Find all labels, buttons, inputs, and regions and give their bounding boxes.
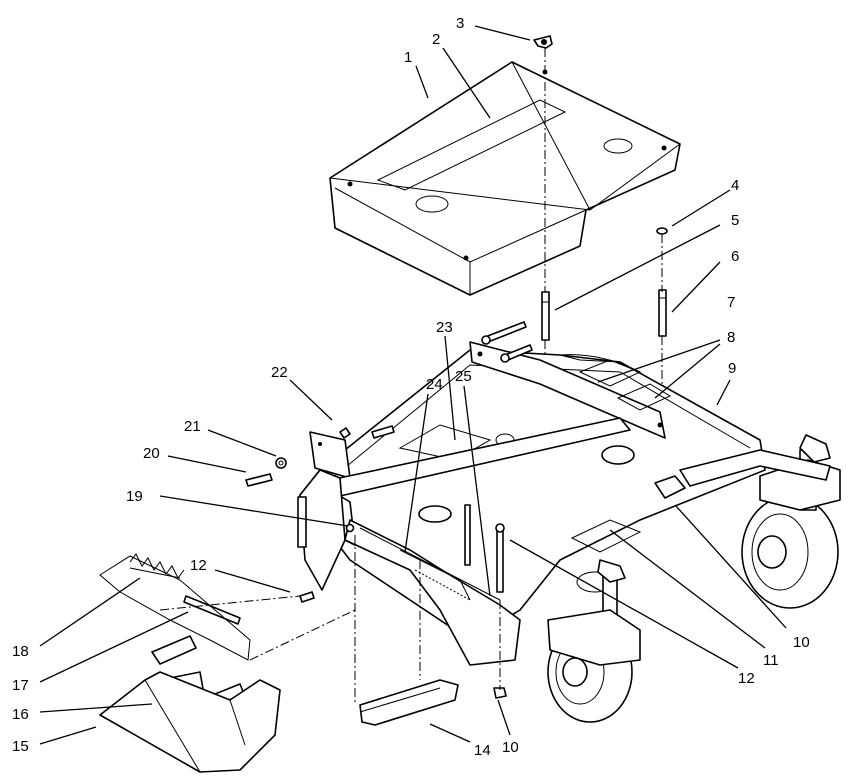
spindle-cap: [601, 445, 635, 465]
bolt-set-left: [245, 425, 395, 487]
cover-knob: [533, 35, 553, 49]
callout-18: 18: [12, 643, 29, 660]
leader-lines: [39, 25, 787, 745]
spring: [129, 553, 185, 579]
callout-16: 16: [12, 706, 29, 723]
callout-12-right: 12: [738, 670, 755, 687]
callout-22: 22: [271, 364, 288, 381]
deck-decal-front: [570, 519, 642, 553]
caster-wheel-left: [547, 559, 641, 723]
callout-14: 14: [474, 742, 491, 759]
deck-cover: [329, 61, 681, 296]
callout-25: 25: [455, 368, 472, 385]
deck-decal: [398, 424, 492, 461]
callout-23: 23: [436, 319, 453, 336]
callout-5: 5: [731, 212, 739, 229]
mounting-rod-right: [658, 289, 667, 337]
callout-3: 3: [456, 15, 464, 32]
callout-21: 21: [184, 418, 201, 435]
carriage-bolt: [495, 523, 505, 593]
callout-19: 19: [126, 488, 143, 505]
callout-20: 20: [143, 445, 160, 462]
callout-15: 15: [12, 738, 29, 755]
discharge-mat: [99, 555, 251, 661]
callout-12-left: 12: [190, 557, 207, 574]
left-skirt: [297, 469, 346, 591]
caster-arm: [679, 449, 831, 487]
callout-6: 6: [731, 248, 739, 265]
callout-4: 4: [731, 177, 739, 194]
cover-hole-left: [415, 195, 449, 213]
callout-labels: 1 2 3 4 5 6 7 8 9 10 10 11 12 12 14 15 1…: [12, 15, 810, 759]
callout-1: 1: [404, 49, 412, 66]
caster-wheel-right: [741, 434, 841, 609]
callout-9: 9: [728, 360, 736, 377]
callout-2: 2: [432, 31, 440, 48]
pivot-rod: [345, 504, 471, 566]
callout-11: 11: [763, 652, 779, 669]
washer: [656, 227, 668, 235]
discharge-chute: [99, 671, 281, 773]
chute-deflector: [344, 519, 521, 705]
cover-hole-right: [603, 138, 633, 154]
mounting-rod-left: [541, 291, 550, 341]
callout-8: 8: [727, 329, 735, 346]
bolt-12-left: [299, 591, 315, 603]
bolt-set-top: [481, 321, 533, 363]
callout-24: 24: [426, 376, 443, 393]
spacer-plate: [654, 475, 686, 499]
callout-17: 17: [12, 677, 29, 694]
callout-7: 7: [727, 294, 735, 311]
locknut: [493, 687, 507, 699]
cover-decal-strip: [376, 99, 567, 191]
deflector: [359, 679, 459, 726]
callout-10-bottom: 10: [502, 739, 519, 756]
hinge-rod: [183, 595, 241, 625]
callout-10-right: 10: [793, 634, 810, 651]
mower-deck: [299, 349, 766, 641]
side-bracket: [309, 431, 351, 479]
